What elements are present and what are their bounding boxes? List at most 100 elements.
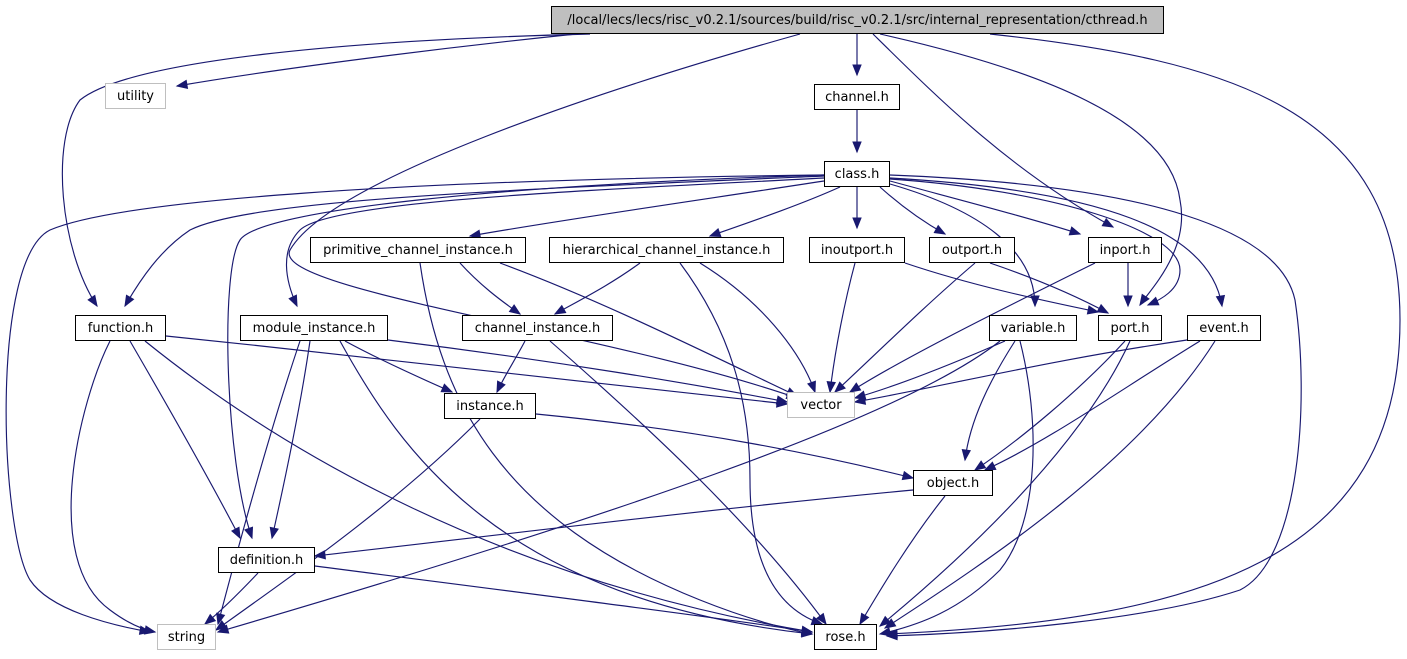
arrowhead-class-to-rose: [885, 630, 898, 641]
arrowhead-definition-to-string: [203, 613, 217, 625]
arrowhead-port-to-object: [973, 460, 987, 471]
node-function[interactable]: function.h: [75, 315, 166, 341]
arrowhead-definition-to-rose: [800, 625, 814, 636]
arrowhead-inoutport-to-port: [1086, 305, 1100, 315]
arrowhead-cthread-to-utility: [175, 79, 189, 89]
arrowhead-hierarchical-channel-instance-to-channel-instance: [553, 304, 567, 315]
edge-class-to-inport: [889, 180, 1081, 235]
node-module-instance[interactable]: module_instance.h: [240, 315, 388, 341]
edge-class-to-event: [889, 177, 1223, 307]
edge-function-to-rose: [144, 340, 813, 633]
edge-module-instance-to-vector: [387, 339, 788, 403]
edge-module-instance-to-string: [217, 340, 301, 625]
edge-object-to-rose: [859, 495, 946, 625]
edge-class-to-function: [124, 175, 825, 307]
edge-primitive-channel-instance-to-channel-instance: [459, 262, 521, 315]
arrowhead-object-to-rose: [859, 612, 870, 626]
edge-cthread-to-inport: [872, 33, 1114, 228]
arrowhead-outport-to-vector: [834, 381, 846, 393]
edge-variable-to-vector: [854, 340, 1006, 399]
edge-channel-instance-to-rose: [549, 340, 827, 625]
node-definition[interactable]: definition.h: [218, 547, 315, 573]
arrowhead-object-to-definition: [313, 550, 326, 560]
arrowhead-inport-to-vector: [848, 382, 862, 393]
arrowhead-inport-to-port: [1123, 295, 1133, 308]
edge-function-to-string: [70, 340, 156, 633]
node-event[interactable]: event.h: [1187, 315, 1261, 341]
edge-instance-to-string: [215, 418, 481, 631]
edge-variable-to-string: [217, 340, 1001, 633]
edge-event-to-vector: [854, 339, 1188, 403]
edge-module-instance-to-definition: [271, 340, 311, 539]
edge-class-to-definition: [227, 174, 825, 539]
arrowhead-variable-to-rose: [878, 627, 892, 637]
edge-definition-to-string: [204, 572, 259, 625]
node-instance[interactable]: instance.h: [444, 393, 536, 419]
node-channel-instance[interactable]: channel_instance.h: [462, 315, 613, 341]
arrowhead-module-instance-to-instance: [440, 383, 454, 393]
node-inoutport[interactable]: inoutport.h: [809, 237, 905, 263]
arrowhead-class-to-definition: [244, 526, 254, 540]
node-cthread[interactable]: /local/lecs/lecs/risc_v0.2.1/sources/bui…: [551, 6, 1164, 34]
edge-event-to-object: [984, 340, 1201, 471]
node-inport[interactable]: inport.h: [1088, 237, 1162, 263]
node-class[interactable]: class.h: [824, 161, 890, 187]
edge-primitive-channel-instance-to-rose: [419, 262, 813, 635]
arrowhead-port-to-rose: [878, 615, 892, 627]
arrowhead-cthread-to-port: [1139, 293, 1150, 307]
edge-primitive-channel-instance-to-vector: [499, 262, 798, 397]
edge-hierarchical-channel-instance-to-channel-instance: [554, 262, 641, 315]
edge-class-to-string: [5, 174, 825, 633]
edge-module-instance-to-instance: [344, 340, 453, 393]
edge-class-to-variable: [889, 183, 1036, 307]
arrowhead-class-to-port: [1146, 296, 1160, 306]
edge-variable-to-object: [964, 340, 1016, 461]
node-variable[interactable]: variable.h: [989, 315, 1077, 341]
edge-outport-to-vector: [834, 262, 976, 393]
arrowhead-class-to-function: [124, 294, 135, 308]
edge-definition-to-rose: [314, 565, 813, 633]
arrowhead-channel-instance-to-instance: [496, 380, 506, 394]
edge-object-to-definition: [314, 489, 914, 557]
edge-cthread-to-port: [879, 33, 1183, 306]
arrowhead-event-to-object: [983, 461, 997, 471]
node-primitive-channel-instance[interactable]: primitive_channel_instance.h: [310, 237, 526, 263]
arrowhead-channel-to-class: [852, 141, 862, 154]
node-hierarchical-channel-instance[interactable]: hierarchical_channel_instance.h: [549, 237, 784, 263]
arrowhead-cthread-to-channel: [852, 64, 862, 77]
edge-event-to-rose: [884, 340, 1216, 629]
node-rose[interactable]: rose.h: [814, 624, 877, 650]
edge-inoutport-to-vector: [829, 262, 856, 393]
edge-instance-to-object: [535, 413, 914, 479]
node-object[interactable]: object.h: [913, 470, 993, 496]
edge-cthread-to-function: [61, 33, 591, 307]
edge-function-to-definition: [129, 340, 241, 539]
arrowhead-class-to-hierarchical-channel-instance: [708, 228, 722, 238]
arrowhead-inoutport-to-vector: [826, 381, 836, 394]
edge-port-to-rose: [879, 340, 1131, 627]
arrowhead-instance-to-string: [214, 620, 228, 631]
node-outport[interactable]: outport.h: [929, 237, 1015, 263]
edge-cthread-to-vector: [288, 33, 801, 399]
arrowhead-module-instance-to-definition: [269, 526, 279, 540]
edge-class-to-hierarchical-channel-instance: [709, 186, 841, 237]
edge-inport-to-vector: [849, 262, 1096, 393]
edge-port-to-object: [974, 340, 1126, 471]
arrowhead-function-to-definition: [231, 526, 241, 540]
arrowhead-event-to-vector: [853, 395, 867, 405]
node-port[interactable]: port.h: [1098, 315, 1162, 341]
edge-function-to-vector: [165, 335, 788, 405]
arrowhead-variable-to-object: [961, 449, 971, 462]
arrowhead-outport-to-port: [1096, 303, 1110, 314]
arrowhead-cthread-to-function: [87, 294, 98, 308]
edge-cthread-to-utility: [176, 33, 577, 87]
node-channel[interactable]: channel.h: [814, 84, 900, 110]
edge-class-to-primitive-channel-instance: [469, 180, 825, 237]
arrowhead-hierarchical-channel-instance-to-vector: [807, 380, 816, 394]
edge-module-instance-to-rose: [339, 340, 813, 635]
node-string: string: [157, 624, 216, 650]
arrowhead-class-to-inoutport: [852, 217, 862, 230]
arrowhead-function-to-string: [143, 625, 157, 635]
